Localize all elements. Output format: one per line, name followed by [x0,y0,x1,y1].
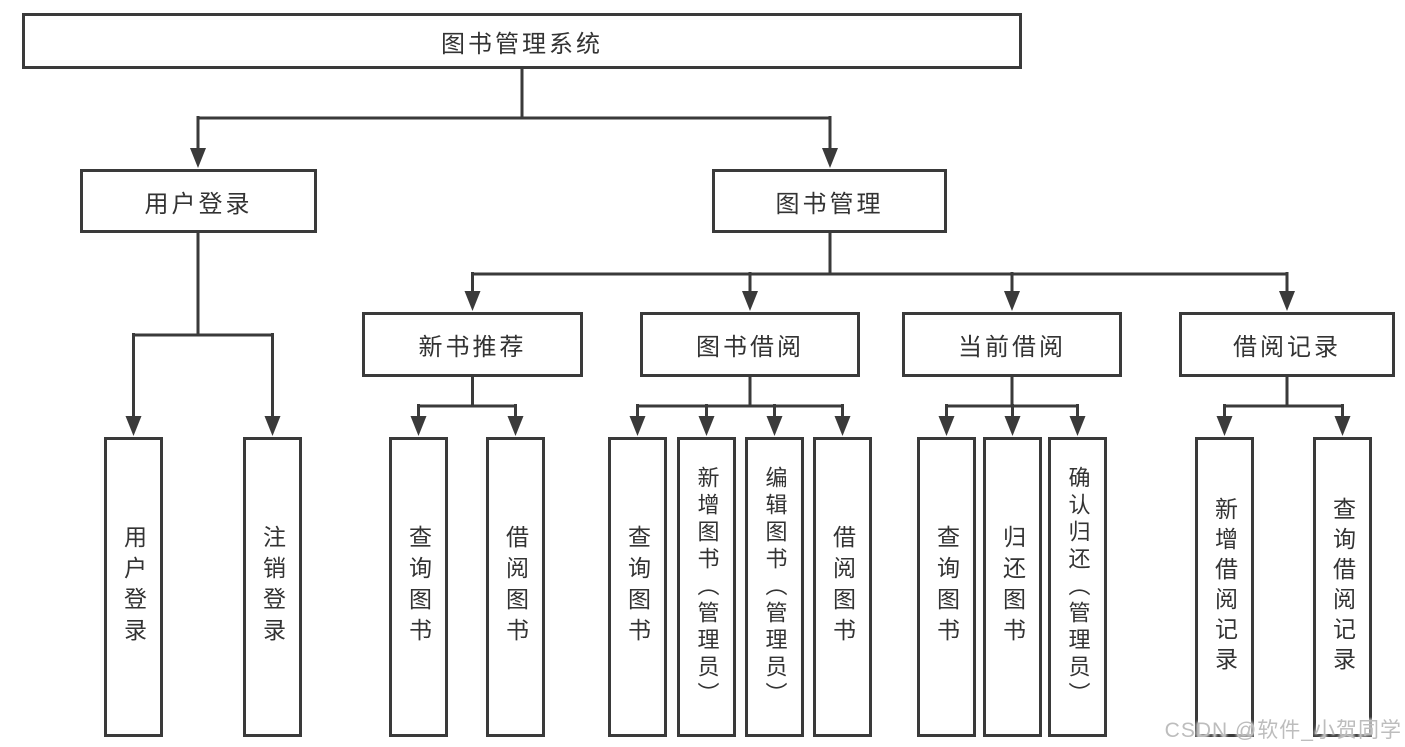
csdn-watermark: CSDN @软件_小贺同学 [1164,719,1402,742]
leaf-label: 查询借阅记录 [1329,497,1356,677]
node-book-borrow: 图书借阅 [640,312,860,377]
leaf-label: 确认归还（管理员） [1065,465,1091,709]
leaf-return-books: 归还图书 [983,437,1042,737]
leaf-label: 新增图书（管理员） [694,465,720,709]
leaf-label: 归还图书 [999,525,1026,649]
leaf-edit-books-admin: 编辑图书（管理员） [745,437,804,737]
leaf-label: 查询图书 [405,525,432,649]
leaf-label: 编辑图书（管理员） [762,465,788,709]
node-root-library-system: 图书管理系统 [22,13,1022,69]
leaf-confirm-return-admin: 确认归还（管理员） [1048,437,1107,737]
node-current-borrow: 当前借阅 [902,312,1122,377]
leaf-add-borrow-record: 新增借阅记录 [1195,437,1254,737]
leaf-query-books-current: 查询图书 [917,437,976,737]
leaf-add-books-admin: 新增图书（管理员） [677,437,736,737]
leaf-label: 注销登录 [259,525,286,649]
leaf-borrow-books: 借阅图书 [813,437,872,737]
leaf-label: 借阅图书 [829,525,856,649]
leaf-label: 查询图书 [624,525,651,649]
node-new-book-recommend: 新书推荐 [362,312,583,377]
leaf-query-books-recommend: 查询图书 [389,437,448,737]
leaf-label: 新增借阅记录 [1211,497,1238,677]
leaf-user-login: 用户登录 [104,437,163,737]
node-borrow-records: 借阅记录 [1179,312,1395,377]
node-user-login: 用户登录 [80,169,317,233]
leaf-query-borrow-record: 查询借阅记录 [1313,437,1372,737]
arrowhead-icons [125,148,1351,436]
leaf-logout: 注销登录 [243,437,302,737]
leaf-label: 借阅图书 [502,525,529,649]
leaf-label: 查询图书 [933,525,960,649]
leaf-label: 用户登录 [120,525,147,649]
node-book-management: 图书管理 [712,169,947,233]
leaf-borrow-books-recommend: 借阅图书 [486,437,545,737]
leaf-query-books-borrow: 查询图书 [608,437,667,737]
